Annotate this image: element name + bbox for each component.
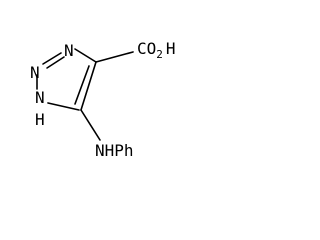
bond-c5-c4-inner (74, 65, 90, 105)
bond-c4-n1 (74, 48, 97, 63)
atom-label-n-top: N (64, 41, 74, 60)
bond-c4-carboxyl (95, 51, 134, 63)
amino-label: NHPh (95, 141, 134, 160)
carboxyl-h: H (166, 39, 176, 58)
bond-n3-c5 (47, 102, 80, 111)
carboxyl-co: CO (137, 39, 156, 58)
bond-n1-n2 (42, 52, 62, 65)
bond-c5-c4 (80, 61, 97, 111)
carboxyl-subscript: 2 (156, 48, 163, 61)
atom-label-n-h: N (35, 88, 45, 107)
atom-label-h: H (35, 110, 45, 129)
bond-n1-n2-inner (46, 56, 65, 69)
bond-c5-amino (80, 109, 101, 141)
atom-label-n-left: N (30, 63, 40, 82)
